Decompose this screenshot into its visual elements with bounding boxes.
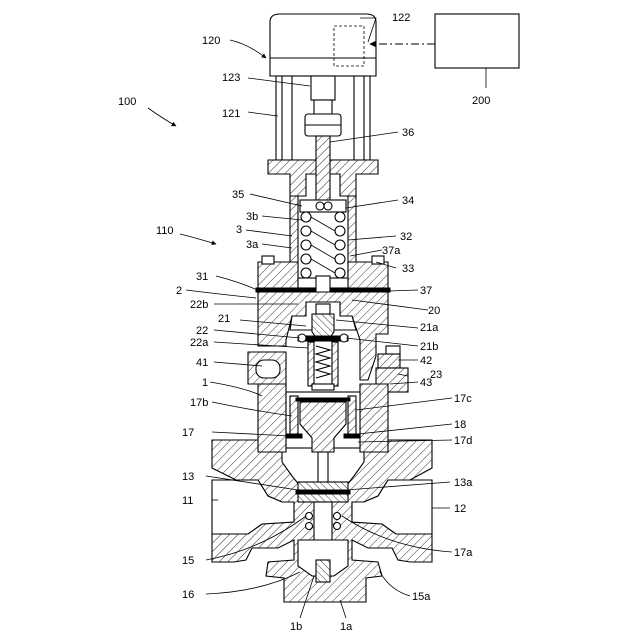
label-17b: 17b (190, 397, 208, 409)
label-120: 120 (202, 35, 220, 47)
label-41: 41 (196, 357, 208, 369)
label-110: 110 (156, 225, 174, 237)
label-18: 18 (454, 419, 466, 431)
label-3: 3 (236, 224, 242, 236)
label-22b: 22b (190, 299, 208, 311)
label-36: 36 (402, 127, 414, 139)
label-2: 2 (176, 285, 182, 297)
spring-32 (301, 212, 345, 278)
label-121: 121 (222, 108, 240, 120)
label-11: 11 (182, 495, 193, 507)
label-17: 17 (182, 427, 194, 439)
label-17c: 17c (454, 393, 472, 405)
label-1b: 1b (290, 621, 302, 633)
label-17a: 17a (454, 547, 473, 559)
label-1: 1 (202, 377, 208, 389)
label-123: 123 (222, 72, 240, 84)
label-3a: 3a (246, 239, 259, 251)
label-21b: 21b (420, 341, 438, 353)
label-3b: 3b (246, 211, 258, 223)
label-21a: 21a (420, 322, 439, 334)
label-35: 35 (232, 189, 244, 201)
label-32: 32 (400, 231, 412, 243)
label-13: 13 (182, 471, 194, 483)
label-37: 37 (420, 285, 432, 297)
label-20: 20 (428, 305, 440, 317)
label-43: 43 (420, 377, 432, 389)
label-34: 34 (402, 195, 414, 207)
label-37a: 37a (382, 245, 401, 257)
label-13a: 13a (454, 477, 473, 489)
label-22a: 22a (190, 337, 209, 349)
spring-chamber-3 (256, 136, 390, 304)
label-31: 31 (196, 271, 208, 283)
label-122: 122 (392, 12, 410, 24)
label-1a: 1a (340, 621, 353, 633)
label-15: 15 (182, 555, 194, 567)
label-21: 21 (218, 313, 230, 325)
label-22: 22 (196, 325, 208, 337)
label-200: 200 (472, 95, 490, 107)
label-12: 12 (454, 503, 466, 515)
main-body-1 (212, 384, 432, 602)
label-15a: 15a (412, 591, 431, 603)
label-100: 100 (118, 96, 136, 108)
label-17d: 17d (454, 435, 472, 447)
label-42: 42 (420, 355, 432, 367)
label-33: 33 (402, 263, 414, 275)
label-16: 16 (182, 589, 194, 601)
